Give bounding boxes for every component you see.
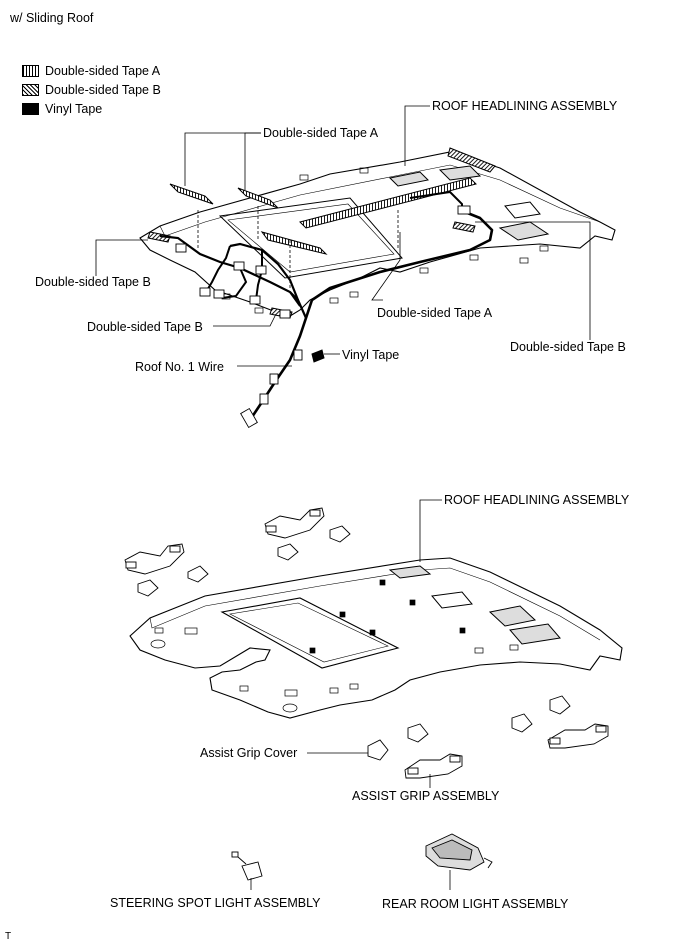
tape-b-strip bbox=[147, 231, 171, 243]
tape-a-strip bbox=[237, 187, 279, 209]
tape-b-strip bbox=[452, 221, 476, 233]
label-assist-grip-assembly: ASSIST GRIP ASSEMBLY bbox=[352, 789, 500, 803]
tape-a-strip bbox=[260, 231, 328, 255]
leader-lines-lower bbox=[250, 499, 451, 890]
legend-item-vinyl-tape: Vinyl Tape bbox=[22, 101, 102, 117]
roof-wire-harness bbox=[248, 210, 494, 421]
steering-spot-light-part bbox=[231, 851, 263, 881]
legend-item-tape-b: Double-sided Tape B bbox=[22, 82, 161, 98]
label-roof-wire: Roof No. 1 Wire bbox=[135, 360, 224, 374]
legend-label: Double-sided Tape B bbox=[45, 83, 161, 97]
condition-label: w/ Sliding Roof bbox=[10, 11, 94, 25]
label-tape-a-lower: Double-sided Tape A bbox=[377, 306, 493, 320]
label-tape-b-lower: Double-sided Tape B bbox=[87, 320, 203, 334]
vinyl-tape-piece bbox=[311, 349, 325, 363]
tape-a-strip bbox=[169, 183, 214, 205]
legend-label: Double-sided Tape A bbox=[45, 64, 161, 78]
legend-item-tape-a: Double-sided Tape A bbox=[22, 63, 160, 79]
assist-grip-assembly-part bbox=[404, 753, 463, 779]
label-assist-grip-cover: Assist Grip Cover bbox=[200, 746, 298, 760]
sunroof-opening-upper bbox=[218, 197, 403, 279]
panel-clips-upper bbox=[221, 167, 549, 314]
headlining-panel-lower bbox=[129, 557, 623, 719]
assist-grips-right bbox=[367, 695, 609, 779]
wire-connectors bbox=[175, 205, 471, 429]
leader-lines-upper bbox=[95, 105, 591, 367]
label-vinyl-tape: Vinyl Tape bbox=[342, 348, 400, 362]
label-roof-headlining-upper: ROOF HEADLINING ASSEMBLY bbox=[432, 99, 618, 113]
solid-black-swatch-icon bbox=[22, 103, 39, 115]
assist-grip-cover-part bbox=[367, 739, 389, 761]
label-tape-a-top: Double-sided Tape A bbox=[263, 126, 379, 140]
footer-mark: T bbox=[5, 931, 12, 942]
label-rear-room-light: REAR ROOM LIGHT ASSEMBLY bbox=[382, 897, 569, 911]
lower-headlining-diagram bbox=[124, 499, 623, 890]
upper-headlining-diagram bbox=[95, 105, 616, 429]
vertical-hatch-swatch-icon bbox=[22, 65, 39, 77]
label-roof-headlining-lower: ROOF HEADLINING ASSEMBLY bbox=[444, 493, 630, 507]
legend-label: Vinyl Tape bbox=[45, 102, 103, 116]
label-steering-spot-light: STEERING SPOT LIGHT ASSEMBLY bbox=[110, 896, 321, 910]
diagonal-hatch-swatch-icon bbox=[22, 84, 39, 96]
assist-grips-left bbox=[124, 507, 351, 597]
rear-room-light-part bbox=[425, 833, 493, 871]
label-tape-b-left: Double-sided Tape B bbox=[35, 275, 151, 289]
sunroof-opening-lower bbox=[220, 597, 400, 669]
label-tape-b-right: Double-sided Tape B bbox=[510, 340, 626, 354]
tape-b-strip bbox=[447, 147, 496, 173]
tape-a-strip bbox=[299, 177, 477, 229]
